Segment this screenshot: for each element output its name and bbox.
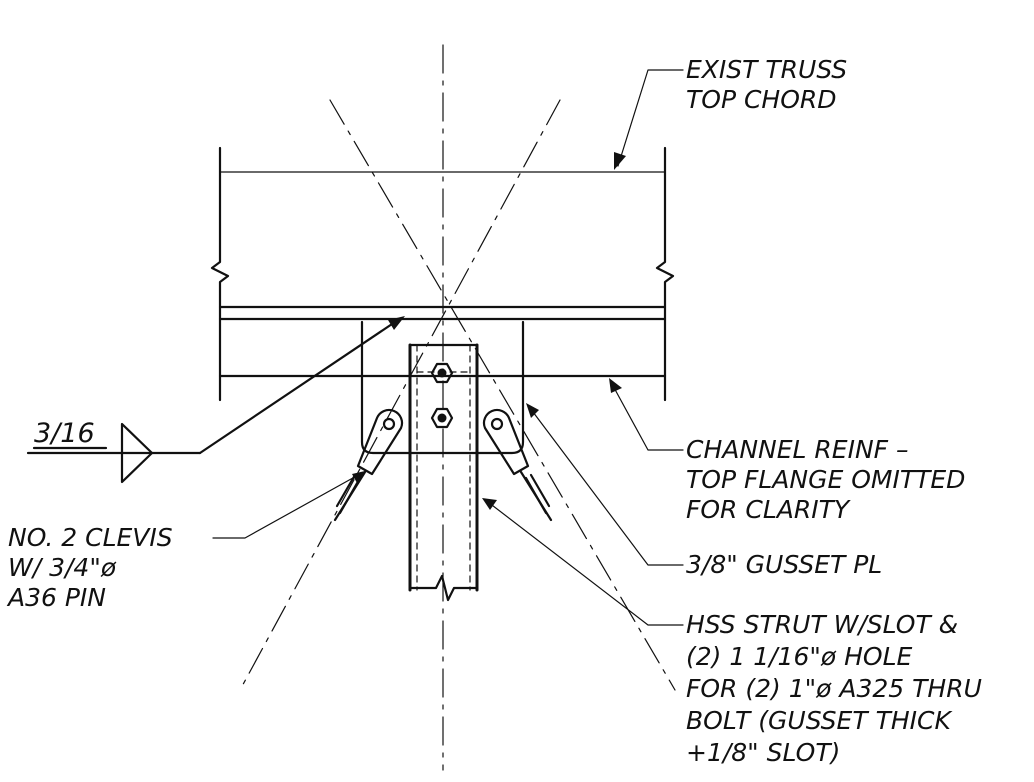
clevis-thread-right	[524, 476, 548, 515]
callout-line: 3/8" GUSSET PL	[686, 550, 882, 579]
hss-break-line	[408, 574, 479, 602]
clevis-thread-left-2	[335, 473, 357, 508]
weld-arrow-line	[198, 318, 400, 455]
leader-exist-truss	[617, 69, 684, 167]
callout-line: CHANNEL REINF –	[686, 435, 909, 464]
chord-right-break	[655, 146, 675, 402]
fillet-weld-icon	[120, 422, 154, 484]
callout-line: NO. 2 CLEVIS	[8, 523, 173, 552]
clevis-body-right	[482, 408, 530, 476]
thru-bolt-lower	[430, 407, 454, 429]
weld-symbol: 3/16	[26, 316, 405, 484]
truss-top-chord	[210, 146, 675, 402]
clevis-body-left	[356, 408, 404, 476]
clevis-thread-right-2	[529, 473, 551, 508]
clevis-pin-left	[382, 417, 396, 431]
thru-bolt-upper	[430, 362, 454, 384]
arrowhead-icon	[482, 498, 497, 510]
callout-clevis: NO. 2 CLEVIS W/ 3/4"ø A36 PIN	[6, 523, 173, 612]
callout-line: BOLT (GUSSET THICK	[686, 706, 953, 735]
arrowhead-icon	[352, 471, 365, 483]
callout-line: +1/8" SLOT)	[686, 738, 840, 767]
leader-hss	[487, 501, 684, 626]
callout-line: A36 PIN	[6, 583, 106, 612]
arrowhead-icon	[388, 316, 405, 330]
callout-line: FOR (2) 1"ø A325 THRU	[686, 674, 982, 703]
callout-gusset: 3/8" GUSSET PL	[686, 550, 882, 579]
arrowhead-icon	[526, 403, 539, 418]
bolt-center-icon	[437, 413, 447, 423]
callout-line: EXIST TRUSS	[686, 55, 847, 84]
weld-size-label: 3/16	[34, 418, 95, 449]
clevis-pin-right	[490, 417, 504, 431]
diagonal-centerline-left	[239, 99, 561, 691]
callout-line: FOR CLARITY	[686, 495, 851, 524]
gusset-plate	[360, 320, 525, 455]
bolt-center-icon	[437, 368, 447, 378]
diagonal-centerline-right	[329, 99, 676, 691]
clevis-right	[482, 408, 553, 522]
callout-line: W/ 3/4"ø	[8, 553, 117, 582]
bolt-hex-icon	[430, 362, 454, 384]
callout-line: TOP FLANGE OMITTED	[686, 465, 965, 494]
callout-line: HSS STRUT W/SLOT &	[686, 610, 958, 639]
leaders	[212, 69, 684, 626]
clevis-thread-left	[338, 476, 362, 515]
callout-line: TOP CHORD	[686, 85, 837, 114]
callout-hss-strut: HSS STRUT W/SLOT & (2) 1 1/16"ø HOLE FOR…	[686, 610, 982, 767]
callout-exist-truss: EXIST TRUSS TOP CHORD	[686, 55, 847, 114]
leader-clevis	[212, 473, 361, 539]
clevis-left	[333, 408, 404, 522]
leader-gusset	[529, 407, 684, 566]
leader-channel	[611, 383, 684, 451]
arrowhead-icon	[614, 152, 626, 170]
callout-line: (2) 1 1/16"ø HOLE	[686, 642, 912, 671]
hss-strut	[408, 343, 479, 602]
chord-left-break	[210, 146, 230, 402]
arrowhead-icon	[609, 378, 622, 393]
callout-channel-reinf: CHANNEL REINF – TOP FLANGE OMITTED FOR C…	[686, 435, 965, 524]
centerlines	[239, 44, 676, 771]
bolt-hex-icon	[430, 407, 454, 429]
